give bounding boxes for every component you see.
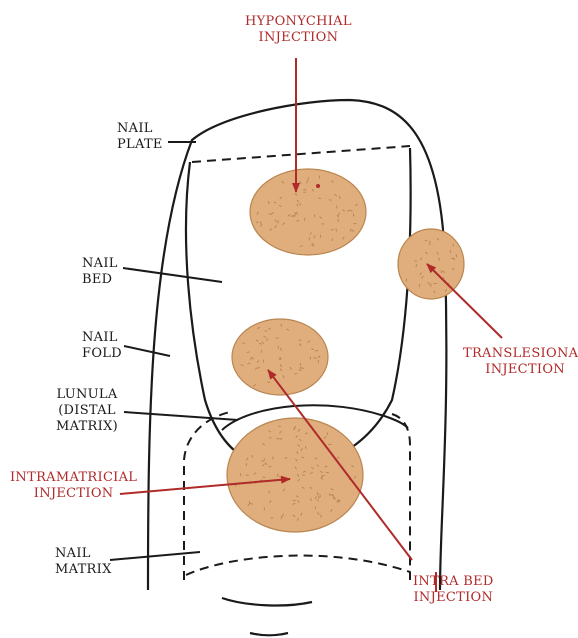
label-hyponychial-injection: HYPONYCHIAL INJECTION — [245, 14, 352, 46]
lesion-texture-speck — [339, 213, 340, 215]
lesion-texture-speck — [336, 229, 337, 231]
label-lunula-line1: LUNULA — [56, 387, 118, 403]
label-lunula-line2: (DISTAL — [56, 403, 118, 419]
label-nail-matrix-line1: NAIL — [55, 546, 112, 562]
label-translesional-line1: TRANSLESIONAL — [463, 346, 578, 362]
lesion-texture-speck — [297, 204, 298, 206]
lesion-texture-speck — [249, 502, 250, 504]
lesion-texture-speck — [300, 367, 301, 369]
label-intra-bed-line1: INTRA BED — [413, 574, 494, 590]
lesion-texture-speck — [340, 196, 341, 198]
lesion-nail-bed — [250, 169, 366, 255]
label-nail-matrix: NAIL MATRIX — [55, 546, 112, 578]
label-nail-bed-line2: BED — [82, 272, 118, 288]
lesion-texture-speck — [318, 360, 319, 362]
label-intramatricial-line1: INTRAMATRICIAL — [10, 470, 137, 486]
lesion-texture-speck — [456, 255, 457, 257]
lesion-texture-speck — [264, 508, 265, 510]
lesion-texture-speck — [259, 344, 261, 345]
label-nail-fold: NAIL FOLD — [82, 330, 122, 362]
label-hyponychial-line1: HYPONYCHIAL — [245, 14, 352, 30]
lesion-texture-speck — [295, 373, 297, 374]
label-intramatricial-injection: INTRAMATRICIAL INJECTION — [10, 470, 137, 502]
nail-plate-free-edge — [192, 146, 410, 162]
lesion-texture-speck — [315, 507, 316, 509]
lesion-texture-speck — [321, 515, 322, 517]
lesion-texture-speck — [337, 501, 339, 502]
label-nail-fold-line2: FOLD — [82, 346, 122, 362]
lesion-texture-speck — [439, 258, 440, 260]
leader-line-nail-fold — [124, 346, 170, 356]
label-intramatricial-line2: INJECTION — [10, 486, 137, 502]
label-hyponychial-line2: INJECTION — [245, 30, 352, 46]
leader-line-lunula — [124, 412, 238, 420]
label-nail-matrix-line2: MATRIX — [55, 562, 112, 578]
leader-line-nail-bed — [123, 268, 222, 282]
lesion-texture-speck — [261, 350, 262, 352]
label-translesional-injection: TRANSLESIONAL INJECTION — [463, 346, 578, 378]
label-nail-fold-line1: NAIL — [82, 330, 122, 346]
label-intra-bed-line2: INJECTION — [413, 590, 494, 606]
label-nail-plate: NAIL PLATE — [117, 121, 163, 153]
label-lunula: LUNULA (DISTAL MATRIX) — [56, 387, 118, 435]
injection-point — [316, 184, 320, 188]
label-nail-plate-line2: PLATE — [117, 137, 163, 153]
lesion-texture-speck — [264, 337, 266, 338]
label-nail-bed: NAIL BED — [82, 256, 118, 288]
label-lunula-line3: MATRIX) — [56, 419, 118, 435]
label-translesional-line2: INJECTION — [463, 362, 578, 378]
lesion-texture-speck — [252, 455, 253, 457]
lesion-texture-speck — [302, 368, 304, 369]
lesion-texture-speck — [240, 474, 241, 476]
label-intra-bed-injection: INTRA BED INJECTION — [413, 574, 494, 606]
lesion-texture-speck — [293, 504, 295, 505]
skin-crease — [250, 633, 288, 635]
nail-matrix-proximal-edge — [186, 556, 410, 575]
arrow-translesional — [427, 264, 502, 338]
lesion-lateral-fold — [398, 229, 464, 299]
lesion-texture-speck — [351, 229, 352, 231]
lesion-texture-speck — [320, 495, 321, 497]
lesion-texture-speck — [269, 329, 271, 330]
label-nail-bed-line1: NAIL — [82, 256, 118, 272]
lesion-texture-speck — [299, 340, 301, 341]
skin-crease — [222, 598, 312, 605]
lesion-texture-speck — [261, 222, 262, 224]
leader-line-nail-matrix — [110, 552, 200, 560]
lesion-texture-speck — [316, 351, 318, 352]
label-nail-plate-line1: NAIL — [117, 121, 163, 137]
lesion-texture-speck — [419, 284, 420, 286]
